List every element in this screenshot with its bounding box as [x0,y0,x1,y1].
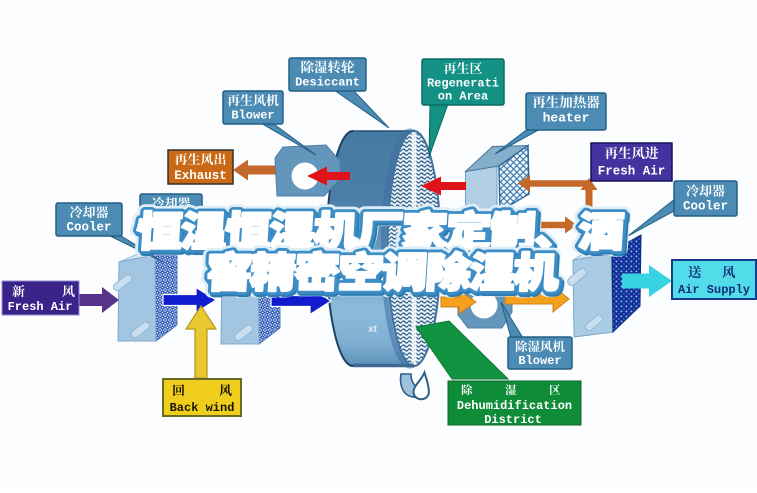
svg-text:xt: xt [368,324,378,335]
svg-text:Exhaust: Exhaust [174,169,227,183]
svg-text:Cooler: Cooler [683,200,728,214]
svg-text:District: District [484,413,542,427]
svg-text:Fresh Air: Fresh Air [598,165,666,179]
svg-text:Fresh Air: Fresh Air [8,300,73,314]
svg-text:Air Supply: Air Supply [678,283,750,297]
svg-text:Dehumidification: Dehumidification [457,399,572,413]
svg-text:Regenerati: Regenerati [427,77,499,91]
svg-text:Cooler: Cooler [66,221,111,235]
svg-text:heater: heater [543,111,590,126]
svg-text:on Area: on Area [438,90,488,104]
svg-text:Blower: Blower [518,354,561,368]
svg-text:Desiccant: Desiccant [295,76,360,90]
svg-text:Blower: Blower [231,109,274,123]
svg-text:Back wind: Back wind [170,401,235,415]
